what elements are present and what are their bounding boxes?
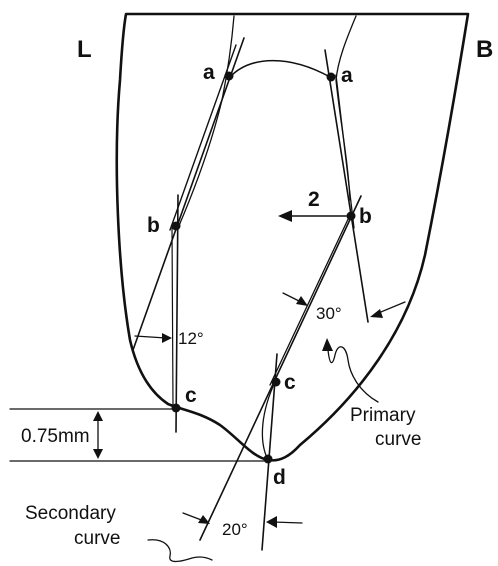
inner-right-curve (335, 15, 357, 201)
arrow-20-right-head (266, 516, 277, 528)
side-label-right: B (476, 36, 493, 63)
label-arrow-2: 2 (308, 188, 320, 211)
primary-curve-pointer-head (322, 338, 333, 351)
point-a-right (326, 72, 336, 82)
point-d (263, 454, 273, 464)
line-right-c-d (261, 353, 278, 551)
label-angle-30: 30° (316, 304, 342, 323)
label-a-right: a (341, 64, 353, 87)
tooth-outline (115, 12, 470, 462)
label-a-left: a (203, 61, 215, 84)
arrow-20-left-head (198, 515, 210, 524)
inner-top-arc (228, 59, 331, 79)
arrow-2-head (278, 210, 292, 222)
secondary-curve-pointer (147, 539, 213, 563)
arrow-12-shaft (134, 335, 167, 339)
arrow-30-right-head (370, 309, 383, 318)
point-c-right (271, 377, 281, 387)
arrow-12-head (162, 333, 172, 343)
label-d: d (273, 466, 286, 489)
point-b-left (171, 221, 181, 231)
label-c-left: c (185, 384, 197, 407)
line-left-vertical-2 (171, 227, 174, 406)
side-label-left: L (77, 36, 92, 63)
line-left-vertical (175, 194, 179, 433)
label-thickness: 0.75mm (21, 426, 90, 447)
label-b-left: b (147, 214, 160, 237)
arrow-20-right-shaft (272, 521, 303, 524)
point-b-right (346, 211, 356, 221)
label-primary-curve-line1: Primary (350, 405, 416, 426)
primary-curve-pointer (327, 346, 379, 403)
line-right-b-c-2 (269, 214, 351, 386)
line-right-a-b-2 (335, 74, 355, 229)
line-left-ab (132, 37, 245, 351)
point-c-left (171, 403, 181, 413)
point-a-left (224, 71, 234, 81)
inner-left-curve (177, 15, 235, 229)
label-b-right: b (359, 205, 372, 228)
dim-arrow-bottom (93, 449, 103, 459)
label-c-right: c (284, 371, 296, 394)
arrow-30-left-head (296, 296, 308, 306)
label-secondary-curve-line1: Secondary (25, 503, 116, 524)
label-primary-curve-line2: curve (375, 429, 421, 450)
label-angle-12: 12° (178, 329, 204, 348)
line-right-a-b (324, 49, 369, 323)
curve-c-d (261, 381, 276, 461)
dim-arrow-top (93, 411, 103, 421)
label-angle-20: 20° (222, 520, 248, 539)
label-secondary-curve-line2: curve (74, 528, 120, 549)
line-right-b-c (199, 195, 362, 541)
